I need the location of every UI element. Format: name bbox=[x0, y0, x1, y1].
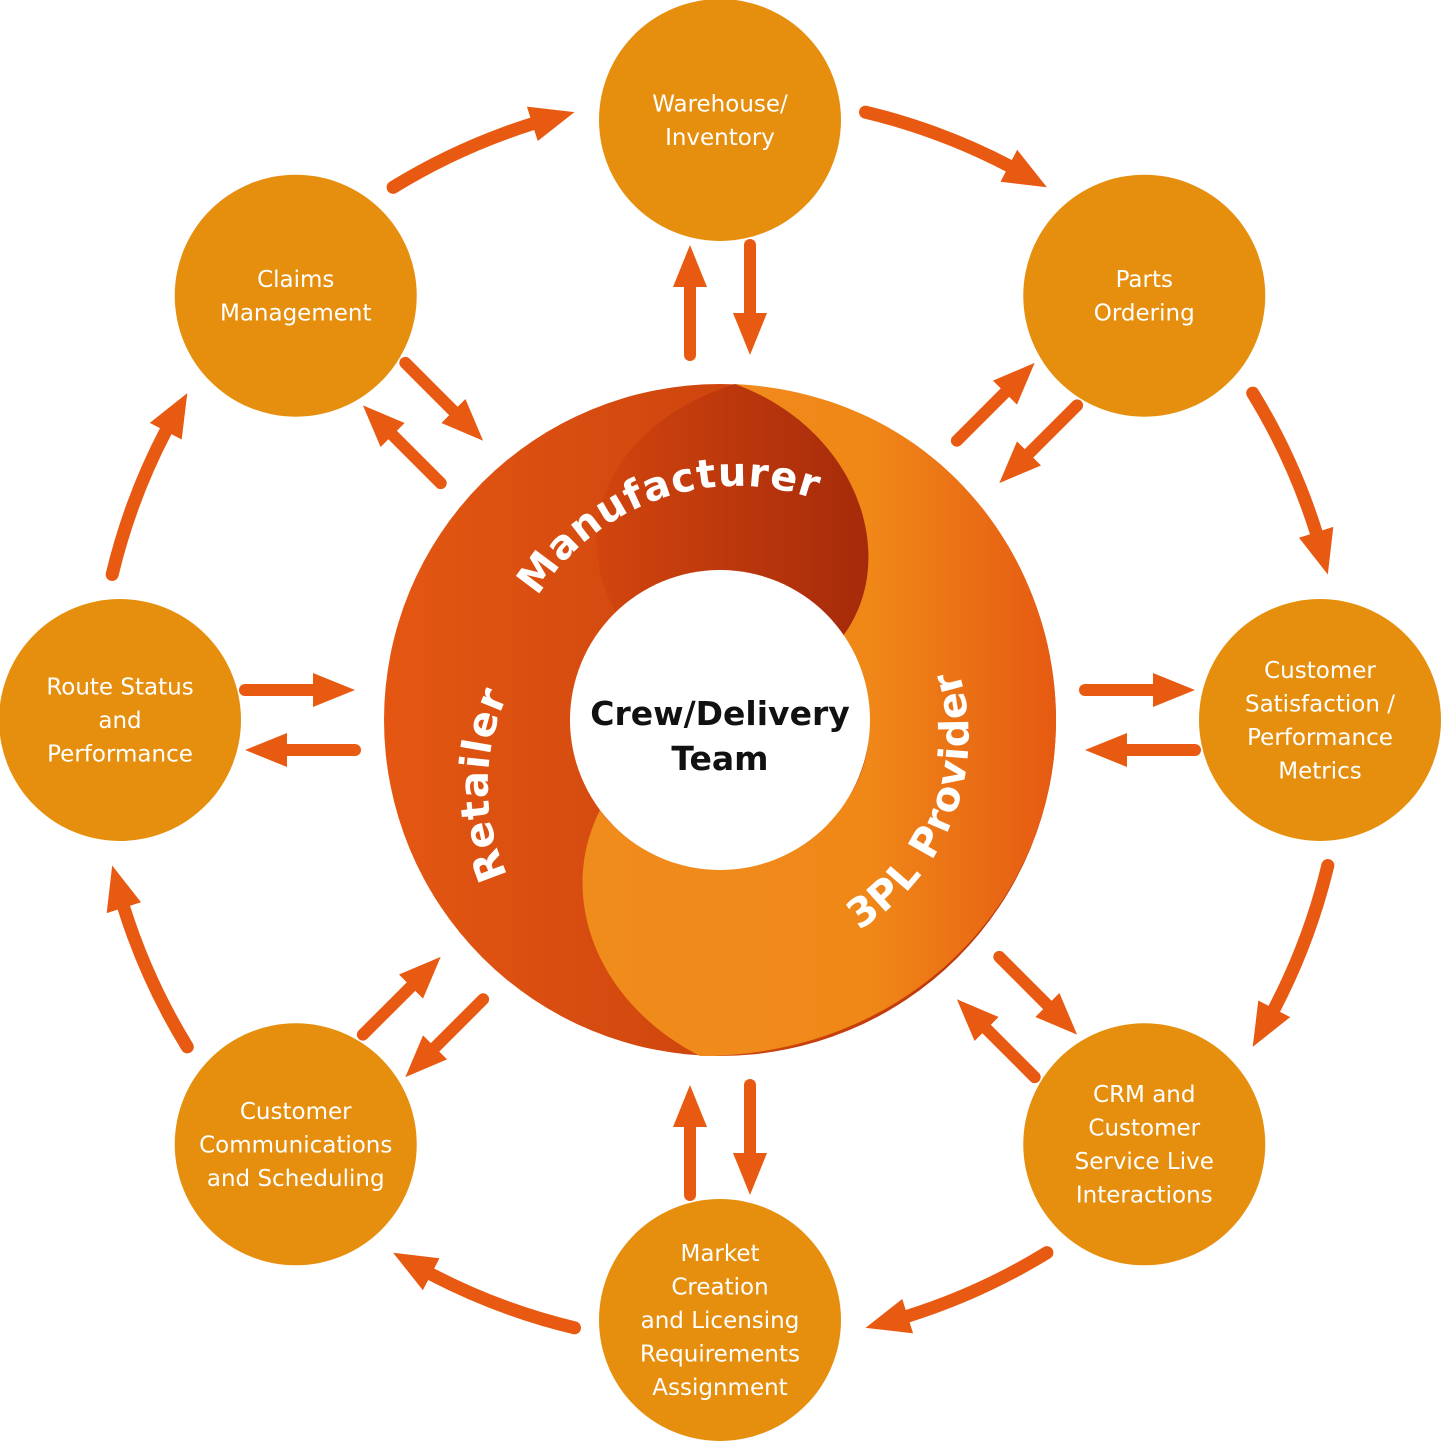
arrow-from-center-parts-ordering bbox=[950, 362, 1035, 447]
node-circle bbox=[599, 0, 841, 241]
cycle-arrow-claims-management-to-warehouse-inventory bbox=[386, 106, 575, 194]
arrow-to-center-market-creation bbox=[673, 1085, 707, 1201]
node-label-line: Performance bbox=[1247, 725, 1393, 751]
node-label-line: Route Status bbox=[46, 675, 193, 701]
arrow-from-center-claims-management bbox=[362, 405, 447, 490]
cycle-arrow-crm-customer-service-to-market-creation bbox=[865, 1246, 1054, 1334]
node-circle bbox=[174, 1023, 417, 1266]
arrow-from-center-market-creation bbox=[733, 1079, 767, 1195]
node-circle bbox=[1023, 1023, 1266, 1266]
node-label-line: Service Live bbox=[1075, 1149, 1214, 1175]
node-label-line: Parts bbox=[1116, 267, 1173, 293]
node-label-line: Inventory bbox=[665, 125, 775, 151]
cycle-arrow-route-status-to-claims-management bbox=[105, 393, 188, 581]
node-label-line: Satisfaction / bbox=[1245, 691, 1395, 717]
node-label-line: and bbox=[98, 708, 141, 734]
cycle-arrow-parts-ordering-to-customer-satisfaction bbox=[1246, 386, 1334, 575]
arrow-from-center-customer-communications bbox=[405, 993, 490, 1078]
node-circle bbox=[0, 599, 241, 841]
arrow-to-center-claims-management bbox=[399, 356, 484, 441]
arrow-to-center-parts-ordering bbox=[999, 399, 1084, 484]
ring-segment-3pl-provider bbox=[582, 384, 1056, 1056]
center-label-line1: Crew/Delivery bbox=[590, 694, 850, 733]
ring-segment-manufacturer bbox=[596, 384, 884, 636]
cycle-arrow-customer-satisfaction-to-crm-customer-service bbox=[1252, 859, 1335, 1047]
cycle-arrow-market-creation-to-customer-communications bbox=[393, 1252, 581, 1335]
node-label-line: CRM and bbox=[1093, 1082, 1195, 1108]
node-label-line: Requirements bbox=[640, 1342, 800, 1368]
node-label-line: Assignment bbox=[652, 1375, 787, 1401]
flow-arrows bbox=[105, 105, 1335, 1335]
node-label-line: Warehouse/ bbox=[652, 91, 788, 117]
central-ring bbox=[384, 384, 1056, 1056]
arrow-from-center-warehouse-inventory bbox=[673, 245, 707, 361]
node-label-line: and Scheduling bbox=[207, 1166, 385, 1192]
node-label-line: Communications bbox=[199, 1132, 392, 1158]
node-label-line: Customer bbox=[1088, 1116, 1200, 1142]
node-label-line: Management bbox=[220, 300, 372, 326]
cycle-arrow-customer-communications-to-route-status bbox=[106, 865, 194, 1054]
center-label-line2: Team bbox=[671, 739, 768, 778]
arrow-from-center-customer-satisfaction bbox=[1079, 673, 1195, 707]
node-label-line: Claims bbox=[257, 267, 334, 293]
node-label-line: Metrics bbox=[1278, 758, 1362, 784]
node-label-line: Performance bbox=[47, 742, 193, 768]
node-circle bbox=[1199, 599, 1441, 841]
arrow-to-center-crm-customer-service bbox=[956, 999, 1041, 1084]
arrow-to-center-route-status bbox=[239, 673, 355, 707]
node-warehouse-inventory: Warehouse/Inventory bbox=[599, 0, 841, 241]
arrow-to-center-warehouse-inventory bbox=[733, 239, 767, 355]
node-label-line: Market bbox=[680, 1241, 759, 1267]
node-label-line: Ordering bbox=[1094, 300, 1195, 326]
cycle-arrow-warehouse-inventory-to-parts-ordering bbox=[859, 105, 1047, 188]
arrow-from-center-crm-customer-service bbox=[993, 950, 1078, 1035]
node-circle bbox=[174, 174, 417, 417]
node-circle bbox=[599, 1199, 841, 1441]
node-label-line: and Licensing bbox=[641, 1308, 800, 1334]
node-label-line: Interactions bbox=[1076, 1183, 1213, 1209]
arrow-to-center-customer-communications bbox=[356, 956, 441, 1041]
arrow-from-center-route-status bbox=[245, 733, 361, 767]
node-label-line: Customer bbox=[1264, 658, 1376, 684]
node-circle bbox=[1023, 174, 1266, 417]
arrow-to-center-customer-satisfaction bbox=[1085, 733, 1201, 767]
node-label-line: Customer bbox=[240, 1099, 352, 1125]
center-hub bbox=[570, 570, 870, 870]
node-label-line: Creation bbox=[671, 1275, 768, 1301]
